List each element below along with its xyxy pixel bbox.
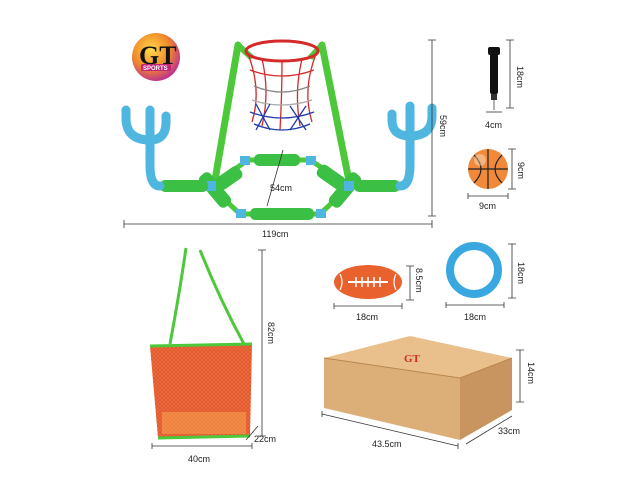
toss-ring bbox=[446, 242, 502, 298]
ring-width-label: 18cm bbox=[464, 312, 486, 322]
bag-width-label: 40cm bbox=[188, 454, 210, 464]
bag-depth-label: 22cm bbox=[254, 434, 276, 444]
basketball-hoop bbox=[121, 39, 437, 220]
pump-width-label: 4cm bbox=[485, 120, 502, 130]
box-depth-label: 33cm bbox=[498, 426, 520, 436]
box-height-label: 14cm bbox=[526, 362, 536, 384]
ring-height-label: 18cm bbox=[516, 262, 526, 284]
brand-logo: GT SPORTS bbox=[132, 33, 180, 81]
logo-sub: SPORTS bbox=[143, 66, 168, 72]
hoop-width-label: 119cm bbox=[262, 229, 288, 239]
mini-football bbox=[334, 265, 402, 299]
football-width-label: 18cm bbox=[356, 312, 378, 322]
box-width-label: 43.5cm bbox=[372, 439, 402, 449]
hoop-rim bbox=[244, 39, 320, 63]
hoop-height-label: 59cm bbox=[438, 115, 448, 137]
mesh-bag bbox=[149, 247, 253, 440]
pump bbox=[488, 47, 500, 110]
hoop-net bbox=[247, 53, 317, 131]
right-target-hook bbox=[387, 101, 437, 191]
basketball-height-label: 9cm bbox=[516, 162, 526, 179]
hexagon-base bbox=[198, 154, 362, 220]
left-target-hook bbox=[121, 105, 171, 191]
mini-basketball bbox=[468, 149, 508, 189]
football-height-label: 8.5cm bbox=[414, 268, 424, 293]
box-logo: GT bbox=[404, 353, 421, 365]
basketball-width-label: 9cm bbox=[479, 201, 496, 211]
packaging-box: GT bbox=[323, 336, 513, 440]
right-foam-arm bbox=[354, 180, 400, 192]
pump-height-label: 18cm bbox=[515, 66, 525, 88]
hoop-dimensions bbox=[123, 39, 436, 228]
hoop-base-label: 54cm bbox=[270, 183, 292, 193]
bag-height-label: 82cm bbox=[266, 322, 276, 344]
left-foam-arm bbox=[160, 180, 208, 192]
